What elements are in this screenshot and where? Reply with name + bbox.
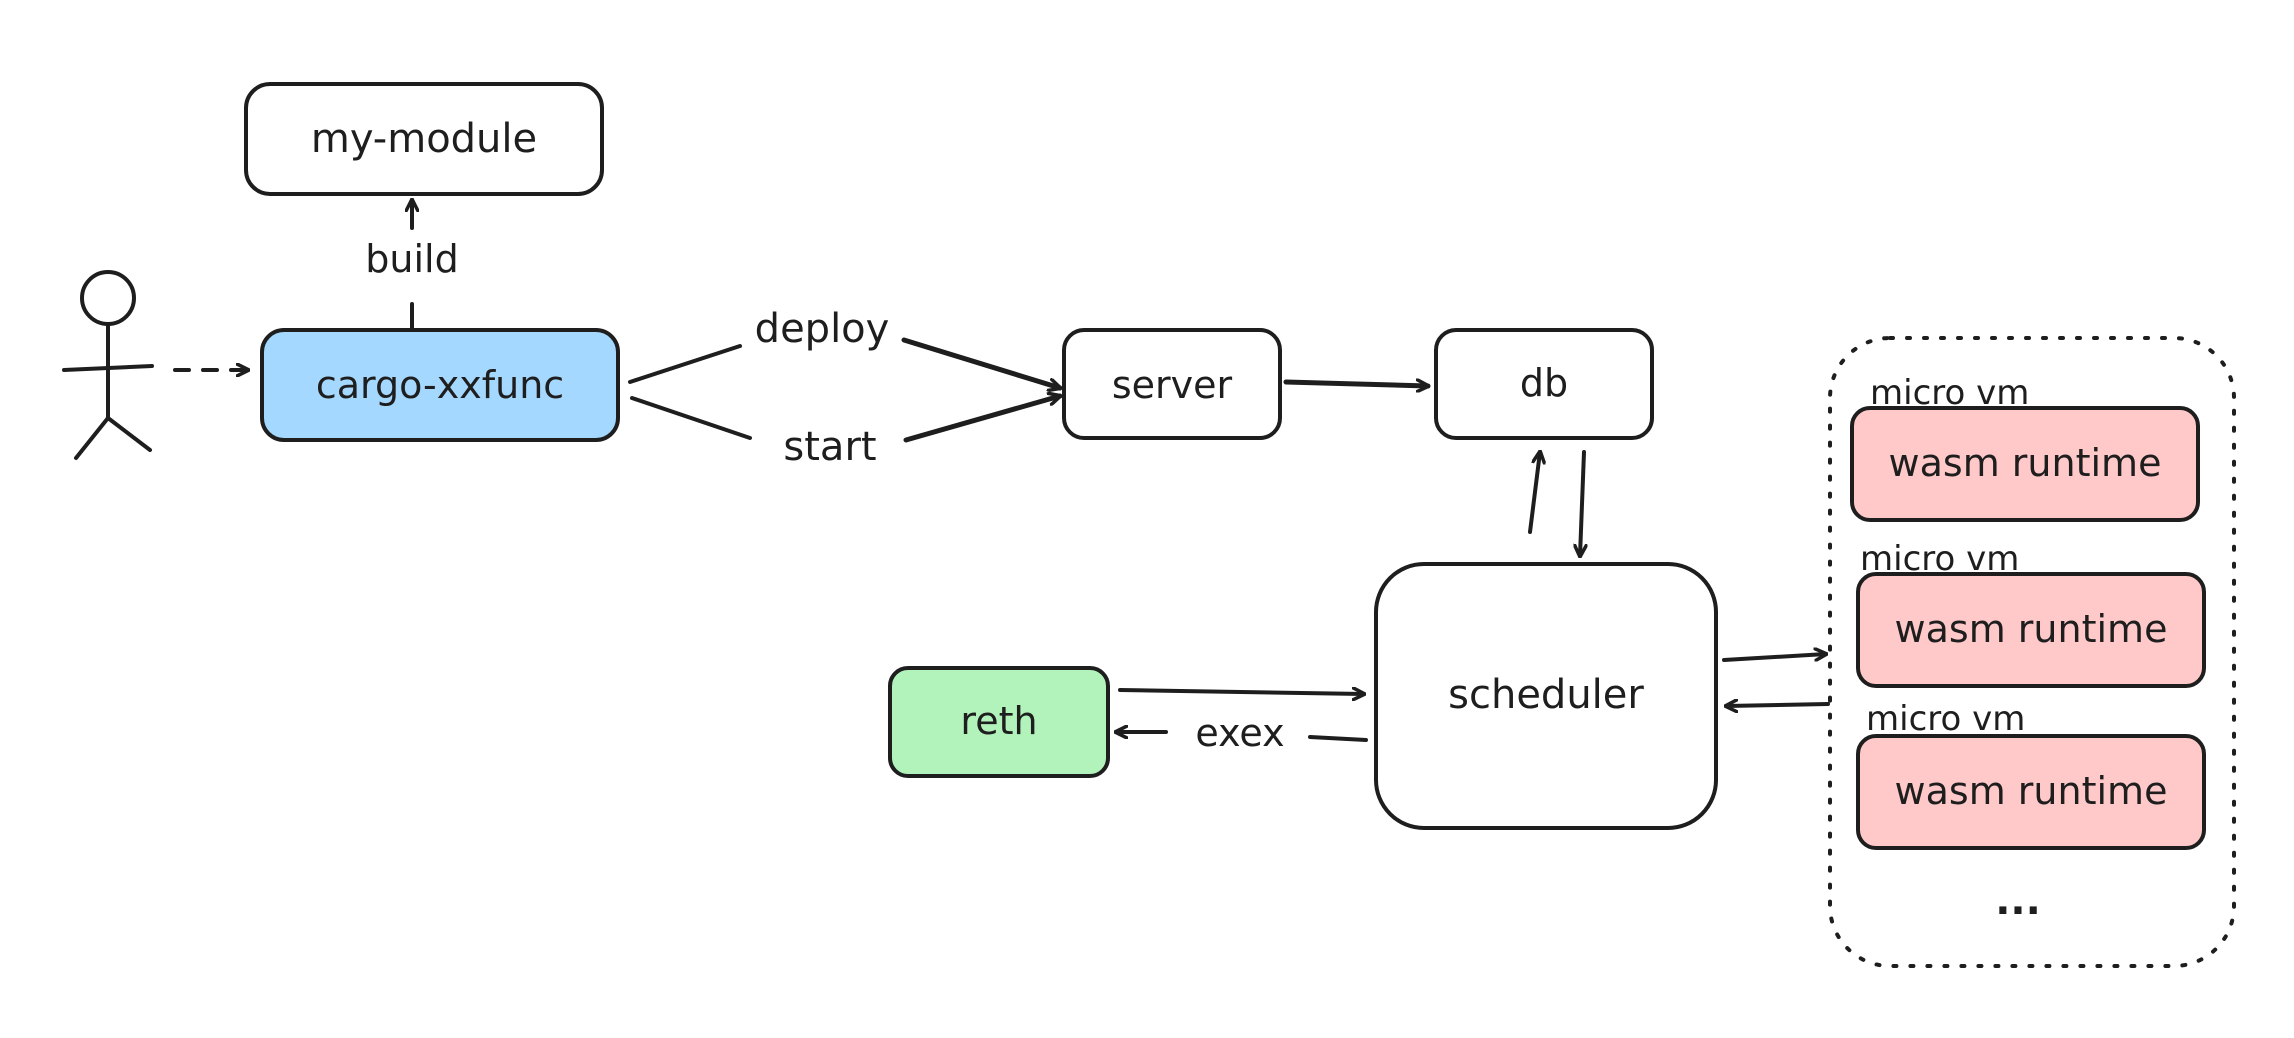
db-node[interactable]: db (1434, 328, 1654, 440)
server-node[interactable]: server (1062, 328, 1282, 440)
reth-node[interactable]: reth (888, 666, 1110, 778)
db-label: db (1520, 361, 1568, 405)
reth-label: reth (960, 699, 1037, 743)
more-vms-ellipsis: ... (1995, 878, 2041, 924)
micro-vm-group (1828, 336, 2236, 968)
my-module-node[interactable]: my-module (244, 82, 604, 196)
user-actor-icon (62, 270, 154, 460)
my-module-label: my-module (311, 116, 537, 162)
wasm-runtime-node-1[interactable]: wasm runtime (1850, 406, 2200, 522)
cargo-xxfunc-node[interactable]: cargo-xxfunc (260, 328, 620, 442)
reth-to-scheduler-arrow (1118, 690, 1364, 694)
exex-edge-end (1308, 735, 1368, 742)
cargo-xxfunc-label: cargo-xxfunc (316, 363, 564, 407)
start-edge-end (903, 396, 1060, 443)
micro-vm-label-3: micro vm (1866, 699, 2025, 739)
scheduler-label: scheduler (1448, 672, 1644, 718)
server-label: server (1112, 363, 1233, 407)
start-edge-start (630, 396, 752, 440)
vms-to-scheduler-arrow (1726, 704, 1830, 706)
exex-edge-label: exex (1195, 711, 1284, 755)
scheduler-to-vms-arrow (1722, 654, 1826, 662)
deploy-edge-start (628, 344, 742, 384)
build-edge-label: build (365, 237, 458, 281)
server-to-db-arrow (1283, 382, 1431, 386)
wasm-runtime-node-2[interactable]: wasm runtime (1856, 572, 2206, 688)
deploy-edge-end (901, 337, 1060, 388)
wasm-runtime-node-3[interactable]: wasm runtime (1856, 734, 2206, 850)
db-to-scheduler-arrow (1580, 450, 1584, 556)
scheduler-node[interactable]: scheduler (1374, 562, 1718, 830)
deploy-edge-label: deploy (755, 306, 890, 352)
wasm-runtime-label-2: wasm runtime (1895, 607, 2168, 651)
wasm-runtime-label-1: wasm runtime (1889, 441, 2162, 485)
scheduler-to-db-arrow (1528, 452, 1540, 534)
start-edge-label: start (783, 424, 876, 470)
wasm-runtime-label-3: wasm runtime (1895, 769, 2168, 813)
